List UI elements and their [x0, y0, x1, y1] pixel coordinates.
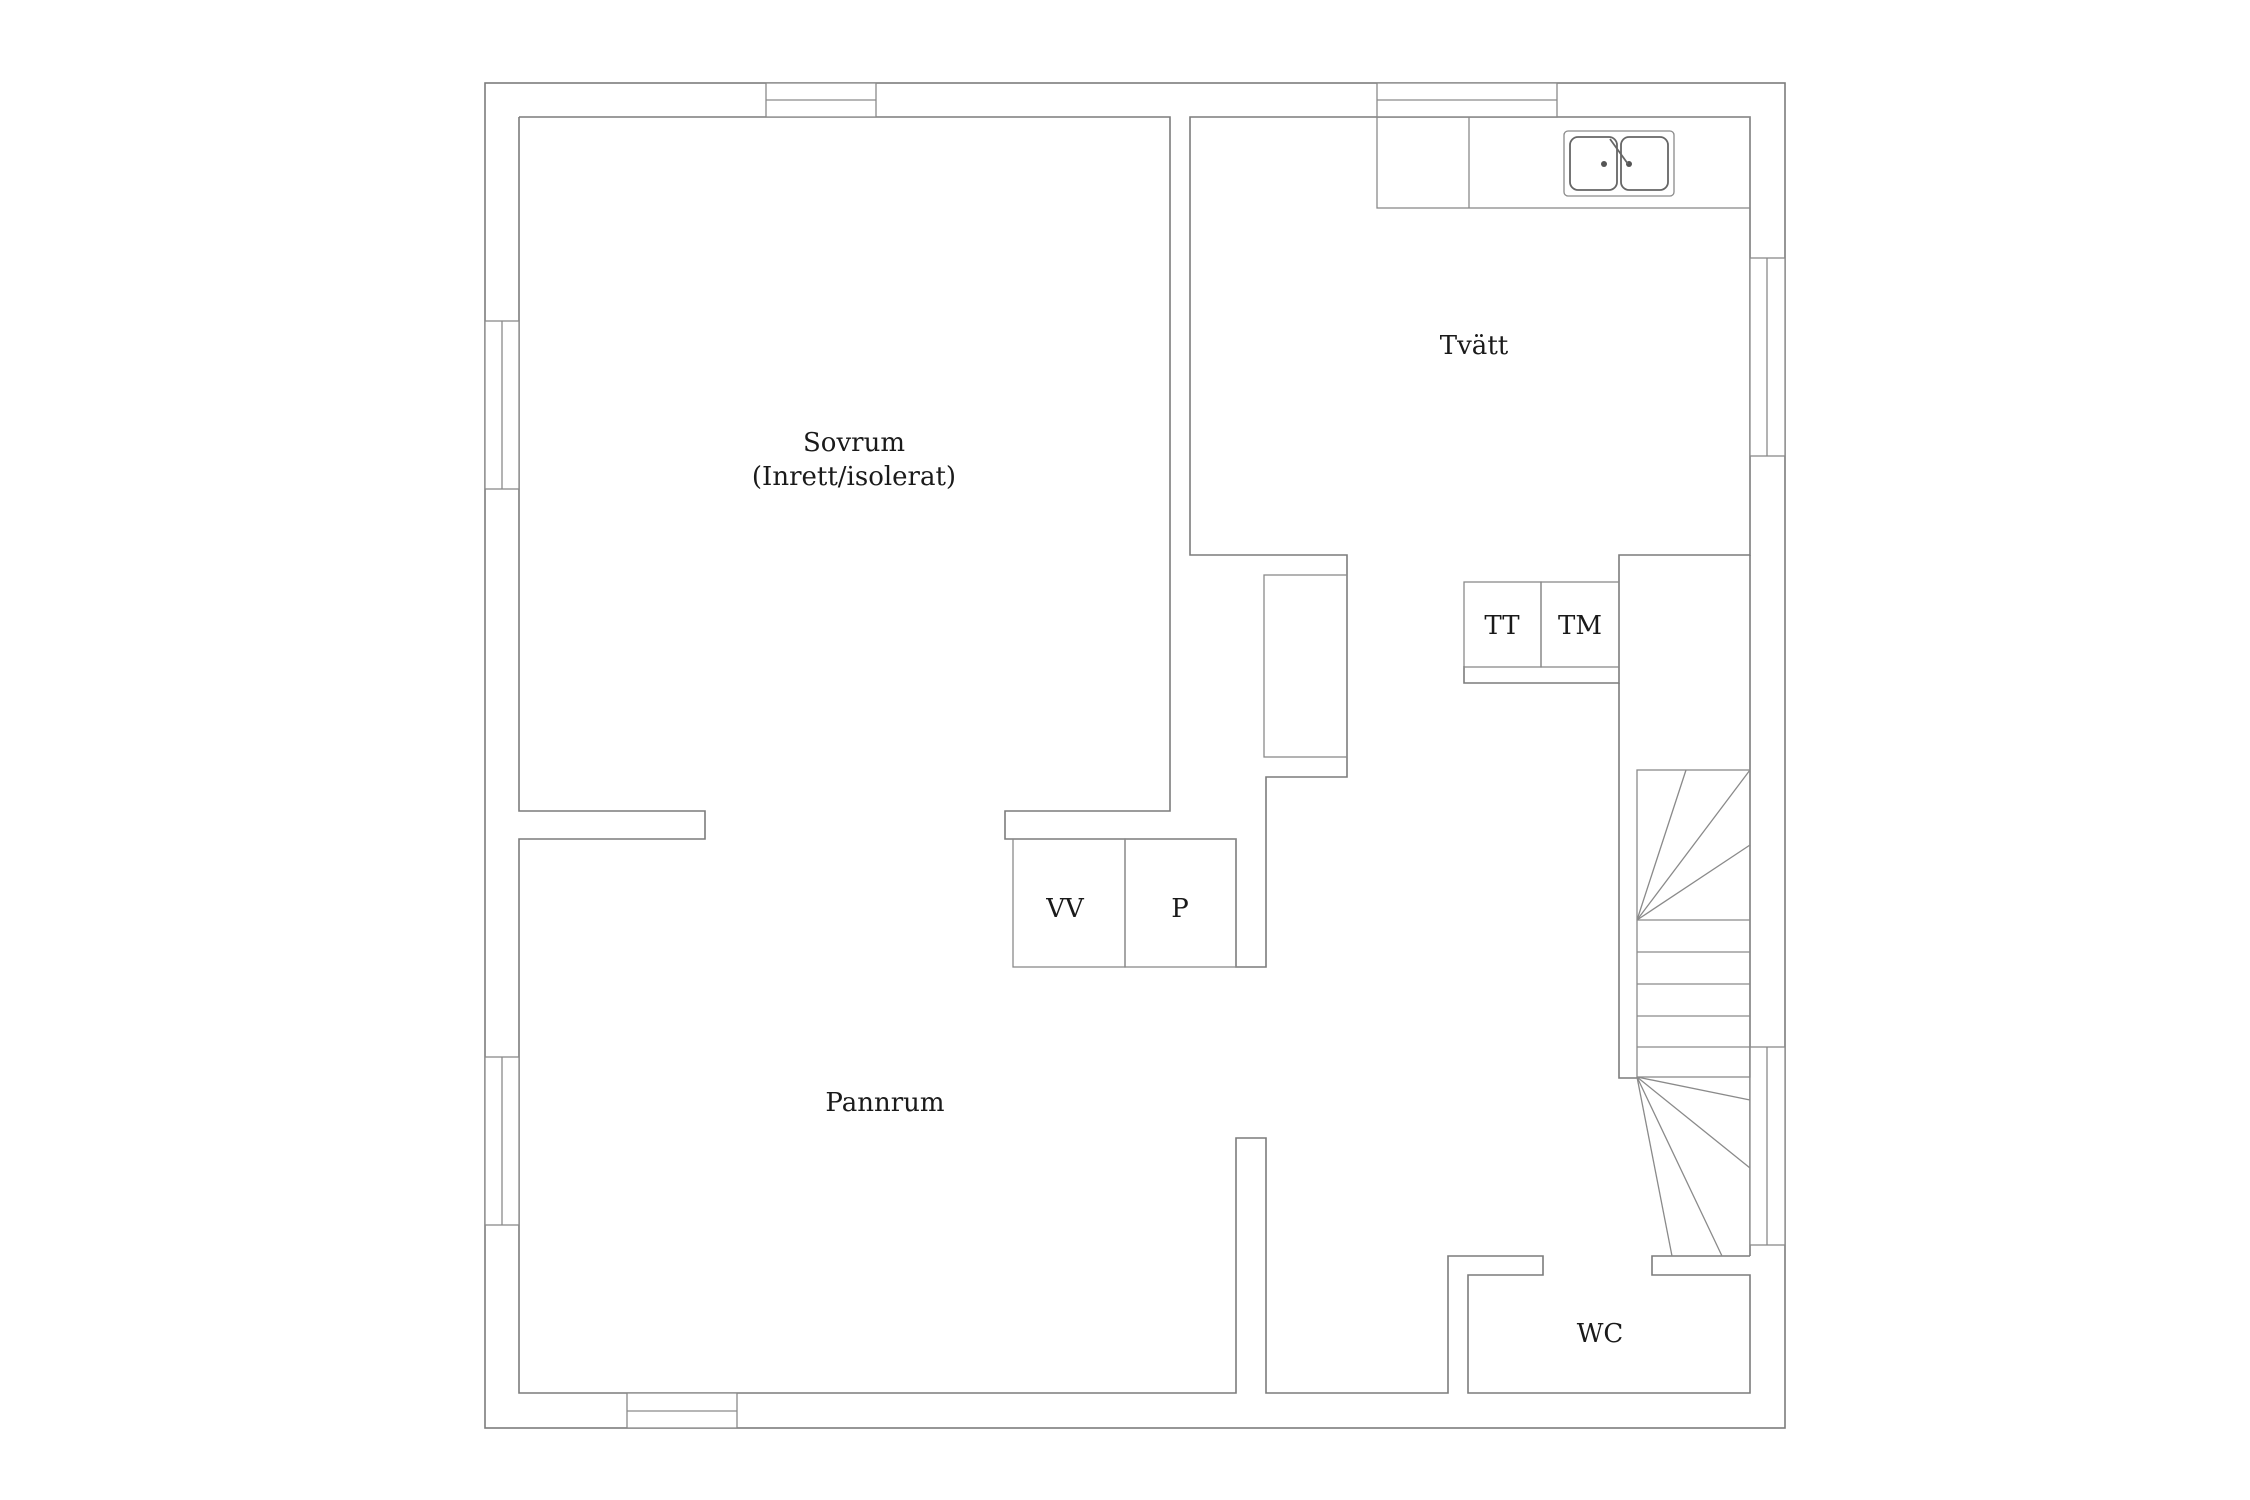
washer-dryer — [1463, 581, 1620, 668]
washer-box — [1540, 581, 1620, 668]
room-label-tvatt: Tvätt — [1440, 331, 1509, 361]
double-sink-icon — [1563, 130, 1675, 197]
fixture-label-tm: TM — [1558, 611, 1602, 641]
corridor-cabinet — [1263, 574, 1348, 758]
room-label-pannrum: Pannrum — [825, 1088, 944, 1118]
boiler-units — [1012, 838, 1237, 968]
laundry-counter — [1376, 116, 1751, 209]
room-label-sovrum: Sovrum — [803, 428, 905, 458]
room-label-wc: WC — [1577, 1319, 1624, 1349]
fixture-label-vv: VV — [1045, 894, 1085, 924]
room-label-sovrum-note: (Inrett/isolerat) — [752, 462, 956, 492]
outer-walls — [484, 82, 1786, 1429]
boiler-box — [1124, 838, 1237, 968]
fixture-label-p: P — [1171, 894, 1189, 924]
staircase-icon — [1636, 769, 1751, 1257]
fixture-label-tt: TT — [1484, 611, 1520, 641]
inner-walls — [518, 116, 1751, 1394]
windows — [484, 82, 1786, 1429]
